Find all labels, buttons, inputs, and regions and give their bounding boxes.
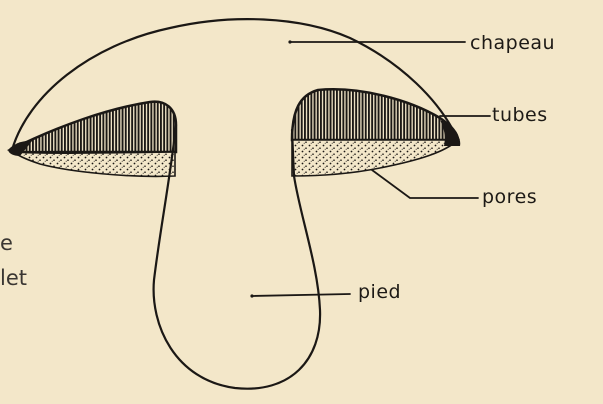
stem-leader-line xyxy=(252,294,350,296)
tubes-label: tubes xyxy=(492,104,548,126)
right-tubes xyxy=(292,89,458,140)
cap-label: chapeau xyxy=(470,32,555,54)
left-tubes xyxy=(10,102,176,152)
margin-fragment-2: let xyxy=(0,266,27,290)
pores-label: pores xyxy=(482,186,537,208)
pores-leader-line xyxy=(372,170,478,198)
margin-fragment-1: e xyxy=(0,231,13,255)
left-pores xyxy=(14,152,175,176)
right-pores xyxy=(292,140,458,176)
stem-label: pied xyxy=(358,281,401,303)
